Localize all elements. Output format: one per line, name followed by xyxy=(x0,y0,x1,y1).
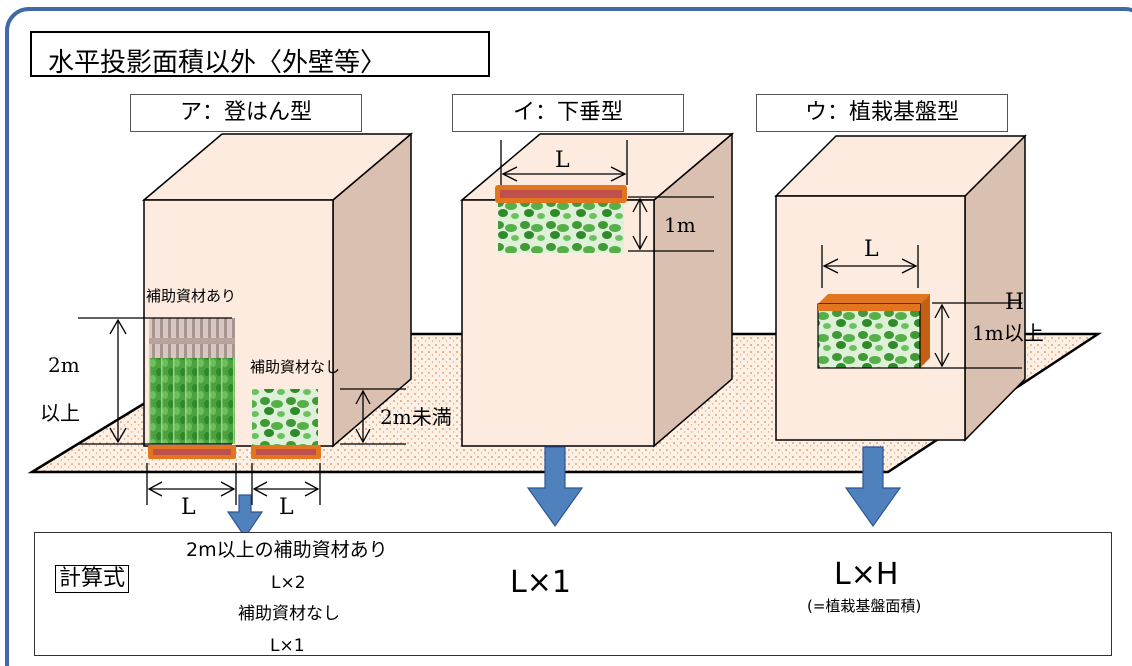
formula-a-line4: L×1 xyxy=(270,636,305,656)
greenery-hanging xyxy=(498,203,624,253)
type-label-b: イ：下垂型 xyxy=(452,94,684,132)
formula-b: L×1 xyxy=(510,565,571,600)
planting-base xyxy=(817,303,921,369)
label-length-a2: L xyxy=(279,495,294,520)
building-a xyxy=(141,132,414,448)
dimension-a xyxy=(78,317,406,505)
dimension-b xyxy=(500,140,714,252)
formula-label: 計算式 xyxy=(55,565,130,593)
page-title: 水平投影面積以外〈外壁等〉 xyxy=(48,48,387,78)
arrow-b xyxy=(526,446,584,528)
label-height-b: 1m xyxy=(664,213,696,237)
arrow-a xyxy=(226,494,264,539)
formula-a-line1: 2m以上の補助資材あり xyxy=(186,539,388,561)
dimension-c xyxy=(821,245,1022,369)
greenery-without-support xyxy=(252,389,318,445)
label-length-a1: L xyxy=(181,495,196,520)
label-height-min-c: 1m以上 xyxy=(972,321,1044,345)
greenery-with-support xyxy=(149,318,235,444)
formula-box xyxy=(34,532,1112,656)
building-c xyxy=(774,134,1027,442)
label-length-c: L xyxy=(864,237,879,262)
outer-frame xyxy=(5,7,1132,666)
building-b xyxy=(459,132,735,448)
label-without-support: 補助資材なし xyxy=(250,358,341,376)
label-length-b: L xyxy=(555,148,570,173)
formula-c-note: (=植栽基盤面積) xyxy=(807,597,922,615)
arrow-c xyxy=(844,446,902,528)
label-2m-line1: 2m xyxy=(48,353,80,377)
title-box: 水平投影面積以外〈外壁等〉 xyxy=(30,31,490,78)
formula-a-line2: L×2 xyxy=(271,573,306,593)
type-label-a: ア：登はん型 xyxy=(130,94,362,132)
type-label-c: ウ：植栽基盤型 xyxy=(756,94,1008,132)
label-2m-line2: 以上 xyxy=(40,401,80,425)
label-under-2m: 2m未満 xyxy=(380,405,452,429)
planter-c-top xyxy=(818,294,930,304)
label-with-support: 補助資材あり xyxy=(146,287,237,305)
label-height-c: H xyxy=(1005,290,1025,315)
formula-a-line3: 補助資材なし xyxy=(238,604,340,624)
formula-c: L×H xyxy=(834,557,899,592)
